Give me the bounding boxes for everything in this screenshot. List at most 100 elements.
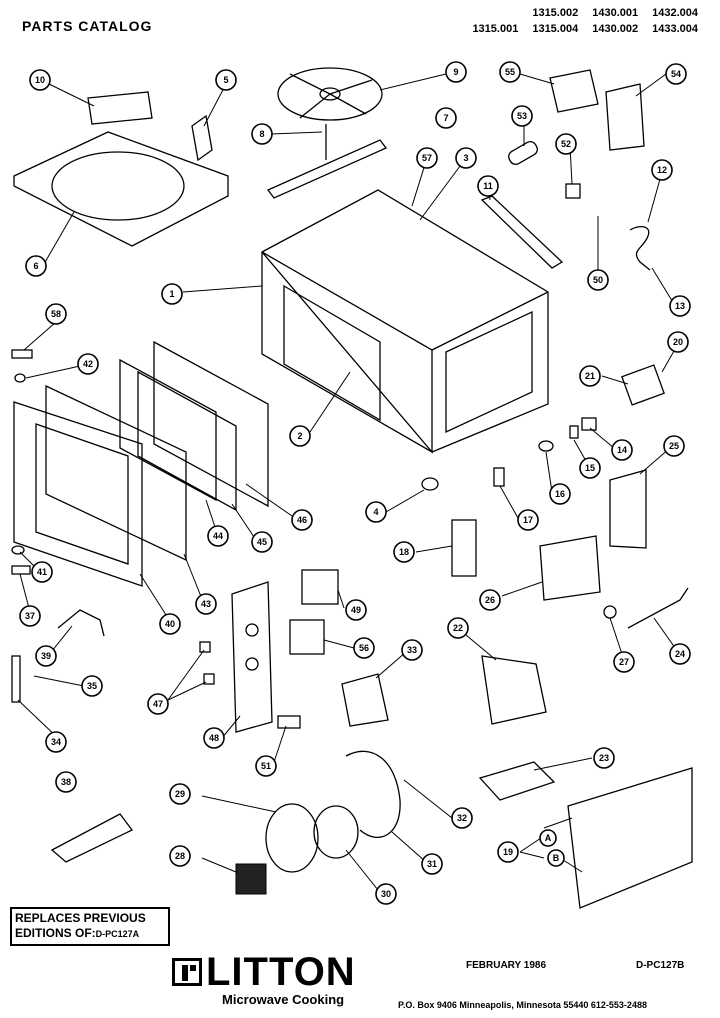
svg-text:58: 58 <box>51 309 61 319</box>
part-fan-wheel <box>313 805 359 859</box>
part-duct <box>609 469 647 549</box>
svg-text:48: 48 <box>209 733 219 743</box>
part-door-seal-45 <box>137 370 237 512</box>
catalog-date: FEBRUARY 1986 <box>466 960 547 971</box>
replaces-code: D-PC127A <box>95 929 140 939</box>
svg-text:38: 38 <box>61 777 71 787</box>
part-rail <box>480 195 564 269</box>
callout-48: 48 <box>203 727 225 749</box>
part-15 <box>569 425 579 439</box>
svg-text:B: B <box>553 853 560 863</box>
part-box-55 <box>549 69 599 113</box>
part-door-seal-46 <box>153 340 269 508</box>
part-transformer <box>481 655 547 725</box>
svg-text:9: 9 <box>453 67 458 77</box>
callout-14: 14 <box>611 439 633 461</box>
callout-35: 35 <box>81 675 103 697</box>
callout-27: 27 <box>613 651 635 673</box>
svg-text:23: 23 <box>599 753 609 763</box>
part-27 <box>603 605 617 619</box>
callout-B: B <box>547 849 565 867</box>
svg-text:26: 26 <box>485 595 495 605</box>
part-base-plate-circle <box>51 151 185 221</box>
svg-text:A: A <box>545 833 552 843</box>
exploded-parts-diagram: 10 5 9 55 54 6 8 7 53 52 57 3 11 12 1 50… <box>11 61 693 909</box>
part-fan-blade <box>277 67 383 121</box>
svg-text:21: 21 <box>585 371 595 381</box>
page-title: PARTS CATALOG <box>22 18 153 34</box>
svg-text:11: 11 <box>483 181 493 191</box>
part-34 <box>11 655 21 703</box>
svg-text:31: 31 <box>427 859 437 869</box>
part-harness <box>50 813 133 863</box>
svg-text:18: 18 <box>399 547 409 557</box>
callout-11: 11 <box>477 175 499 197</box>
svg-text:29: 29 <box>175 789 185 799</box>
callout-52: 52 <box>555 133 577 155</box>
callout-34: 34 <box>45 731 67 753</box>
callout-21: 21 <box>579 365 601 387</box>
part-control-panel <box>231 581 273 733</box>
part-56 <box>289 619 325 655</box>
model-number: 1315.002 <box>532 7 579 19</box>
svg-text:10: 10 <box>35 75 45 85</box>
callout-2: 2 <box>289 425 311 447</box>
part-17 <box>493 467 505 487</box>
part-motor-bracket <box>266 139 388 199</box>
part-magnetron <box>539 535 601 601</box>
part-58 <box>11 349 33 359</box>
svg-text:27: 27 <box>619 657 629 667</box>
callout-50: 50 <box>587 269 609 291</box>
svg-text:42: 42 <box>83 359 93 369</box>
callout-20: 20 <box>667 331 689 353</box>
svg-text:6: 6 <box>33 261 38 271</box>
callout-13: 13 <box>669 295 691 317</box>
catalog-code: D-PC127B <box>636 960 685 971</box>
part-39 <box>57 609 105 637</box>
part-37 <box>11 565 31 575</box>
callout-5: 5 <box>215 69 237 91</box>
callout-24: 24 <box>669 643 691 665</box>
callout-41: 41 <box>31 561 53 583</box>
part-33 <box>341 673 389 727</box>
callout-51: 51 <box>255 755 277 777</box>
callout-56: 56 <box>353 637 375 659</box>
svg-text:30: 30 <box>381 889 391 899</box>
model-number: 1433.004 <box>652 23 698 35</box>
brand-name: LITTON <box>206 950 356 994</box>
part-4 <box>421 477 439 491</box>
callout-31: 31 <box>421 853 443 875</box>
callout-39: 39 <box>35 645 57 667</box>
svg-text:35: 35 <box>87 681 97 691</box>
callout-12: 12 <box>651 159 673 181</box>
model-number: 1430.001 <box>592 7 639 19</box>
replaces-label: EDITIONS OF: <box>15 926 96 940</box>
part-16 <box>538 440 554 452</box>
callout-37: 37 <box>19 605 41 627</box>
svg-text:49: 49 <box>351 605 361 615</box>
svg-text:37: 37 <box>25 611 35 621</box>
callout-9: 9 <box>445 61 467 83</box>
replaces-notice: REPLACES PREVIOUS EDITIONS OF:D-PC127A <box>10 907 170 946</box>
svg-text:39: 39 <box>41 651 51 661</box>
svg-text:12: 12 <box>657 165 667 175</box>
replaces-line-1: REPLACES PREVIOUS <box>15 911 146 925</box>
callout-A: A <box>539 829 557 847</box>
callout-8: 8 <box>251 123 273 145</box>
model-number: 1315.001 <box>472 23 519 35</box>
callout-55: 55 <box>499 61 521 83</box>
callout-28: 28 <box>169 845 191 867</box>
callout-23: 23 <box>593 747 615 769</box>
svg-text:2: 2 <box>297 431 302 441</box>
svg-text:33: 33 <box>407 645 417 655</box>
part-cover-plate <box>87 91 153 125</box>
model-number: 1315.004 <box>532 23 579 35</box>
part-drawings <box>11 67 693 909</box>
callout-49: 49 <box>345 599 367 621</box>
svg-text:46: 46 <box>297 515 307 525</box>
part-blower-motor <box>235 863 267 895</box>
svg-text:55: 55 <box>505 67 515 77</box>
svg-text:15: 15 <box>585 463 595 473</box>
